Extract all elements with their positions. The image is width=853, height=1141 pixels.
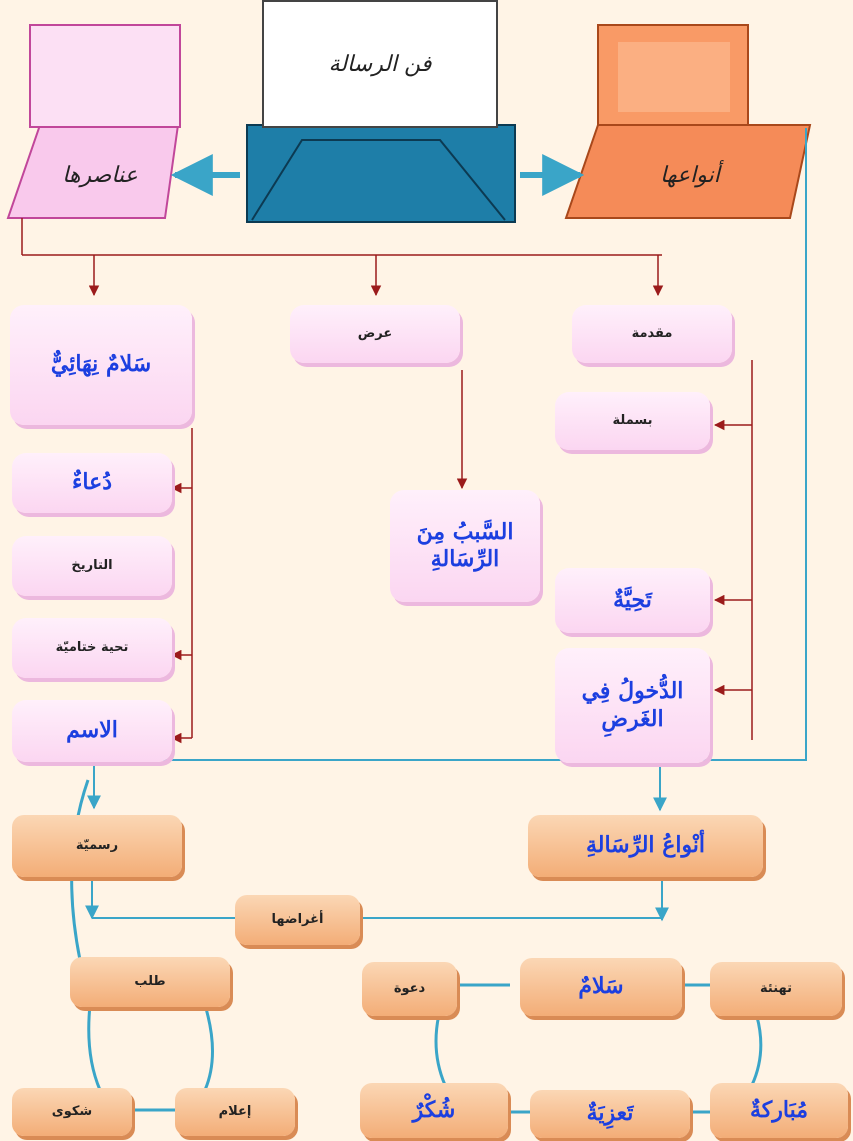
- node-anwa: أنْواعُ الرِّسَالةِ: [528, 815, 763, 877]
- node-taziya: تَعزِيَةٌ: [530, 1090, 690, 1138]
- node-mubaraka: مُبَاركةٌ: [710, 1083, 848, 1138]
- node-tahiyya: تَحِيَّةٌ: [555, 568, 710, 633]
- node-basmala: بسملة: [555, 392, 710, 450]
- node-shakwa: شكوى: [12, 1088, 132, 1136]
- left-laptop-screen: [29, 24, 181, 128]
- node-ard: عرض: [290, 305, 460, 363]
- center-title: فن الرسالة: [262, 0, 498, 128]
- node-salam-nihai: سَلامٌ نِهَائِيٌّ: [10, 305, 192, 425]
- node-rasmiya: رسميّة: [12, 815, 182, 877]
- node-muqaddima: مقدمة: [572, 305, 732, 363]
- node-ism: الاسم: [12, 700, 172, 762]
- node-tarikh: التاريخ: [12, 536, 172, 596]
- elements-label: عناصرها: [62, 162, 138, 188]
- node-shukr: شُكْرٌ: [360, 1083, 508, 1138]
- node-ilam: إعلام: [175, 1088, 295, 1136]
- node-tahiyya-khitamiya: تحية ختاميّة: [12, 618, 172, 678]
- types-label: أنواعها: [660, 162, 720, 188]
- node-dua: دُعاءٌ: [12, 453, 172, 513]
- node-talab: طلب: [70, 957, 230, 1007]
- node-dukhul: الدُّخولُ فِي الغَرضِ: [555, 648, 710, 763]
- node-tahnia: تهنئة: [710, 962, 842, 1016]
- node-sabab: السَّببُ مِنَ الرِّسَالةِ: [390, 490, 540, 602]
- node-aghrad: أغراضها: [235, 895, 360, 945]
- node-salam: سَلامٌ: [520, 958, 682, 1016]
- node-dawa: دعوة: [362, 962, 457, 1016]
